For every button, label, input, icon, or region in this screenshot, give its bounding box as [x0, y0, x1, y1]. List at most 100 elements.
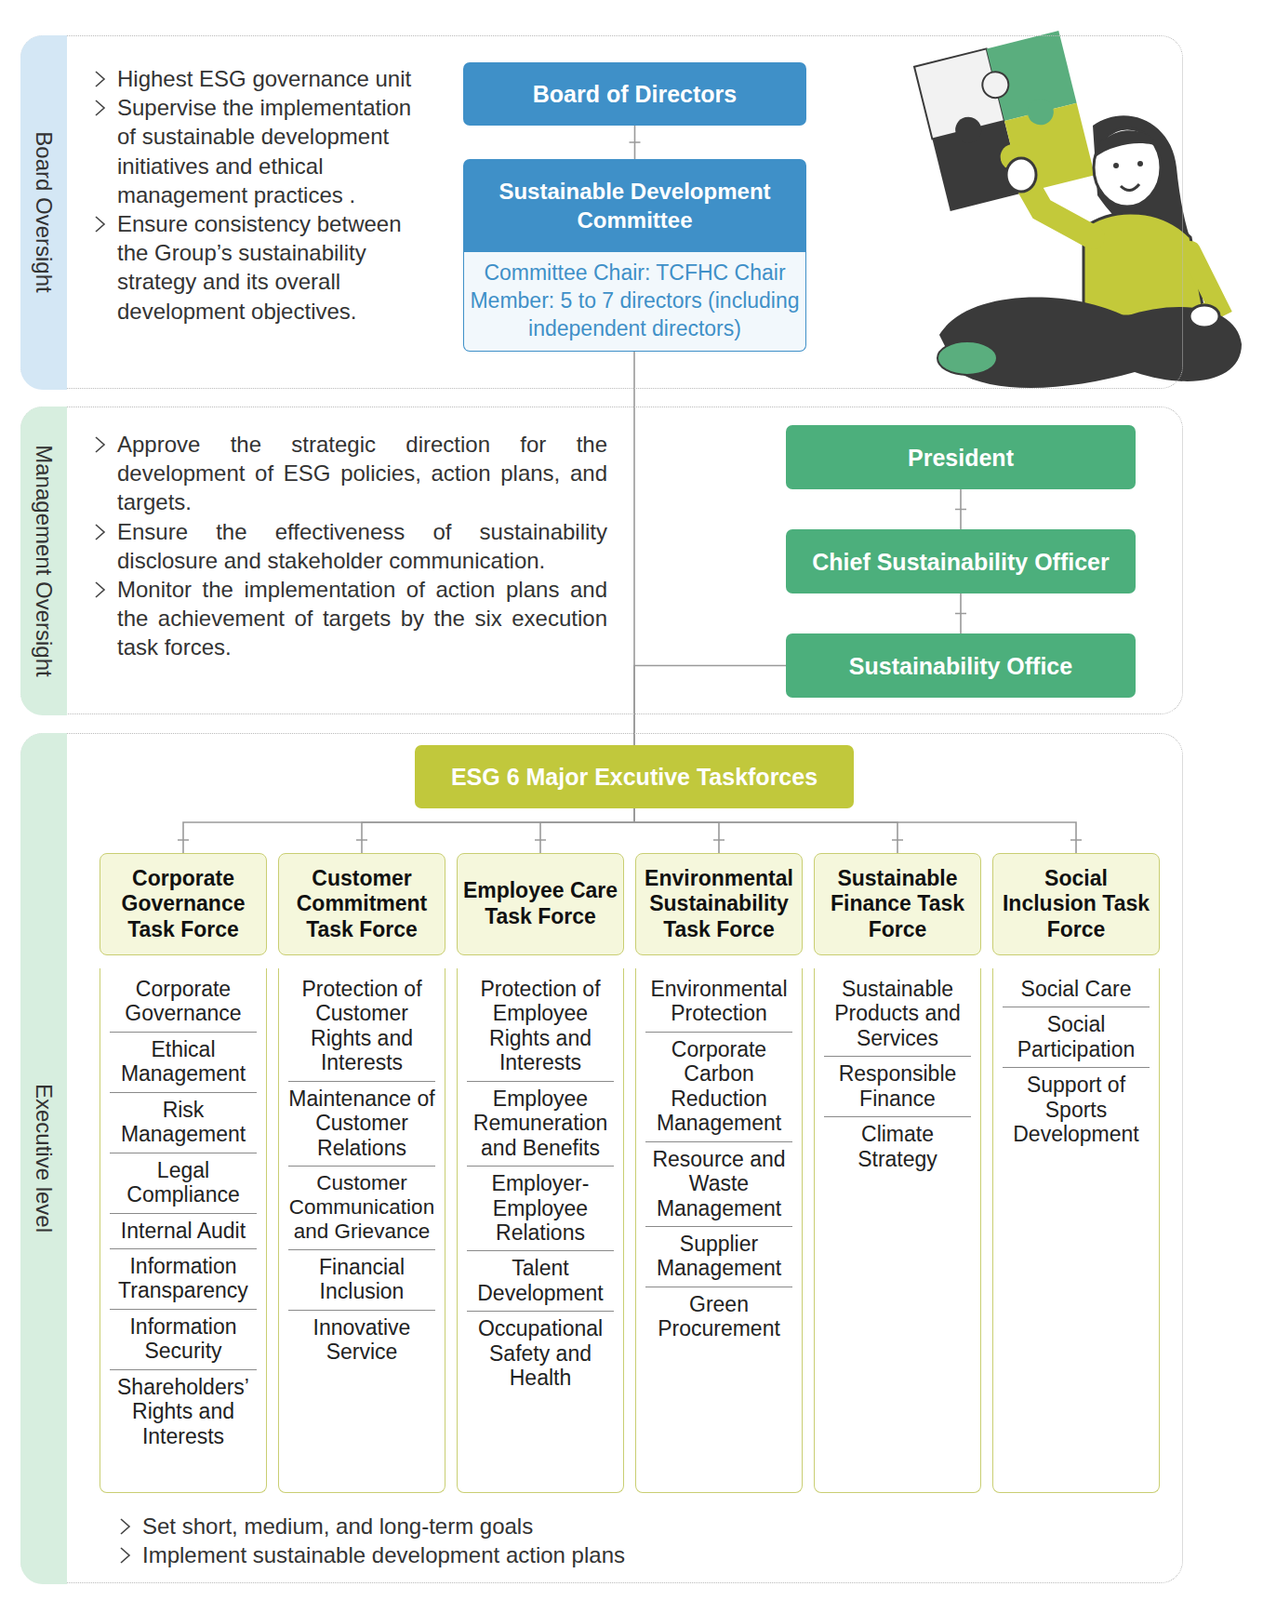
connector-line — [634, 808, 1082, 853]
committee-title: Sustainable Development Committee — [474, 176, 796, 235]
oversight-band: Management Oversight Approve the strategi… — [20, 406, 1184, 715]
box-title: Sustainability Office — [849, 651, 1073, 680]
bullet-chevron — [118, 1545, 132, 1565]
taskforce-items: Protection of Employee Rights and Intere… — [456, 968, 625, 1493]
org-box: President — [785, 425, 1136, 490]
taskforce-item: Shareholders’ Rights and Interests — [109, 1369, 257, 1454]
bullet-text: Monitor the implementation of action pla… — [117, 574, 608, 663]
band-label: Management Oversight — [30, 444, 57, 677]
taskforce-item: Internal Audit — [109, 1213, 257, 1250]
band-tab: Management Oversight — [20, 406, 67, 716]
connector-line — [629, 125, 641, 160]
taskforce-item: Risk Management — [109, 1092, 257, 1154]
org-box: ESG 6 Major Excutive Taskforces — [414, 744, 854, 809]
taskforce-item: Support of Sports Development — [1002, 1067, 1150, 1152]
bullet-row: Supervise the implementation of sustaina… — [93, 93, 428, 210]
taskforce-item: Protection of Employee Rights and Intere… — [466, 971, 614, 1082]
connector-line — [955, 489, 967, 530]
bullet-row: Ensure consistency between the Group’s s… — [93, 209, 428, 326]
taskforce-items: Sustainable Products and ServicesRespons… — [813, 968, 982, 1493]
taskforce-item: Green Procurement — [645, 1287, 793, 1347]
taskforce-title: Employee Care Task Force — [460, 877, 621, 930]
bullet-list: Approve the strategic direction for the … — [93, 429, 608, 663]
taskforce-heading: Corporate Governance Task Force — [99, 852, 267, 956]
taskforce-title: Customer Commitment Task Force — [281, 865, 442, 944]
band-label: Board Oversight — [30, 131, 57, 293]
taskforce-item: Environmental Protection — [645, 971, 793, 1033]
taskforce-item: Protection of Customer Rights and Intere… — [288, 971, 436, 1082]
committee-header: Sustainable Development Committee — [463, 159, 807, 253]
bullet-row: Highest ESG governance unit — [93, 64, 428, 94]
taskforce-items: Corporate GovernanceEthical ManagementRi… — [99, 968, 267, 1493]
box-title: ESG 6 Major Excutive Taskforces — [451, 762, 818, 791]
taskforce-item: Information Transparency — [109, 1249, 257, 1310]
taskforce-title: Environmental Sustainability Task Force — [638, 865, 799, 944]
bullet-row: Monitor the implementation of action pla… — [93, 574, 608, 663]
bullet-chevron — [93, 435, 107, 454]
taskforce-heading: Environmental Sustainability Task Force — [635, 852, 803, 956]
bullet-text: Implement sustainable development action… — [142, 1540, 825, 1569]
connector-line — [634, 808, 725, 853]
bullet-text: Supervise the implementation of sustaina… — [117, 93, 428, 210]
taskforce-item: Sustainable Products and Services — [824, 971, 971, 1057]
taskforce-item: Employer-Employee Relations — [466, 1166, 614, 1251]
taskforce-title: Social Inclusion Task Force — [996, 865, 1157, 944]
taskforce-title: Corporate Governance Task Force — [103, 865, 264, 944]
bullet-chevron — [93, 69, 107, 89]
connector-line — [955, 593, 967, 634]
bullet-list: Set short, medium, and long-term goalsIm… — [118, 1511, 825, 1569]
bullet-row: Set short, medium, and long-term goals — [118, 1511, 825, 1541]
bullet-text: Ensure the effectiveness of sustainabili… — [117, 517, 608, 575]
taskforce-heading: Employee Care Task Force — [456, 852, 625, 956]
bullet-text: Set short, medium, and long-term goals — [142, 1511, 825, 1541]
bullet-chevron — [93, 522, 107, 542]
taskforce-items: Protection of Customer Rights and Intere… — [278, 968, 446, 1493]
connector-line — [634, 808, 904, 853]
org-box: Sustainability Office — [785, 633, 1136, 698]
oversight-band: Board Oversight Highest ESG governance un… — [20, 35, 1184, 389]
band-label: Executive level — [30, 1083, 57, 1233]
connector-line — [356, 808, 635, 853]
taskforce-item: Climate Strategy — [824, 1116, 971, 1177]
bullet-chevron — [93, 214, 107, 234]
taskforce-item: Social Participation — [1002, 1007, 1150, 1068]
org-box: Chief Sustainability Officer — [785, 529, 1136, 594]
taskforce-item: Customer Communication and Grievance — [288, 1166, 436, 1250]
taskforce-item: Maintenance of Customer Relations — [288, 1081, 436, 1167]
committee-info: Committee Chair: TCFHC Chair Member: 5 t… — [463, 252, 807, 352]
bullet-chevron — [93, 98, 107, 118]
taskforce-item: Occupational Safety and Health — [466, 1311, 614, 1396]
taskforce-items: Environmental ProtectionCorporate Carbon… — [635, 968, 803, 1493]
box-title: Chief Sustainability Officer — [811, 547, 1110, 576]
box-title: Board of Directors — [532, 79, 737, 108]
bullet-list: Highest ESG governance unitSupervise the… — [93, 64, 428, 326]
bullet-row: Implement sustainable development action… — [118, 1540, 825, 1569]
band-tab: Board Oversight — [20, 35, 67, 390]
taskforce-item: Legal Compliance — [109, 1153, 257, 1214]
oversight-band: Executive levelSet short, medium, and lo… — [20, 732, 1184, 1583]
taskforce-item: Financial Inclusion — [288, 1249, 436, 1311]
bullet-row: Approve the strategic direction for the … — [93, 429, 608, 518]
taskforce-item: Corporate Governance — [109, 971, 257, 1033]
taskforce-heading: Social Inclusion Task Force — [992, 852, 1160, 956]
org-box: Board of Directors — [463, 62, 807, 126]
bullet-text: Highest ESG governance unit — [117, 64, 428, 94]
committee-members: Committee Chair: TCFHC Chair Member: 5 t… — [469, 259, 800, 344]
taskforce-item: Resource and Waste Management — [645, 1142, 793, 1227]
band-tab: Executive level — [20, 732, 67, 1584]
taskforce-item: Innovative Service — [288, 1310, 436, 1370]
taskforce-item: Social Care — [1002, 971, 1150, 1008]
committee-box: Sustainable Development CommitteeCommitt… — [463, 159, 807, 352]
taskforce-item: Supplier Management — [645, 1226, 793, 1288]
taskforce-item: Ethical Management — [109, 1032, 257, 1093]
box-title: President — [907, 443, 1014, 472]
bullet-text: Ensure consistency between the Group’s s… — [117, 209, 428, 326]
taskforce-heading: Customer Commitment Task Force — [278, 852, 446, 956]
taskforce-item: Talent Development — [466, 1250, 614, 1312]
taskforce-heading: Sustainable Finance Task Force — [813, 852, 982, 956]
taskforce-items: Social CareSocial ParticipationSupport o… — [992, 968, 1160, 1493]
connector-line — [177, 808, 635, 853]
taskforce-title: Sustainable Finance Task Force — [817, 865, 978, 944]
bullet-text: Approve the strategic direction for the … — [117, 429, 608, 518]
